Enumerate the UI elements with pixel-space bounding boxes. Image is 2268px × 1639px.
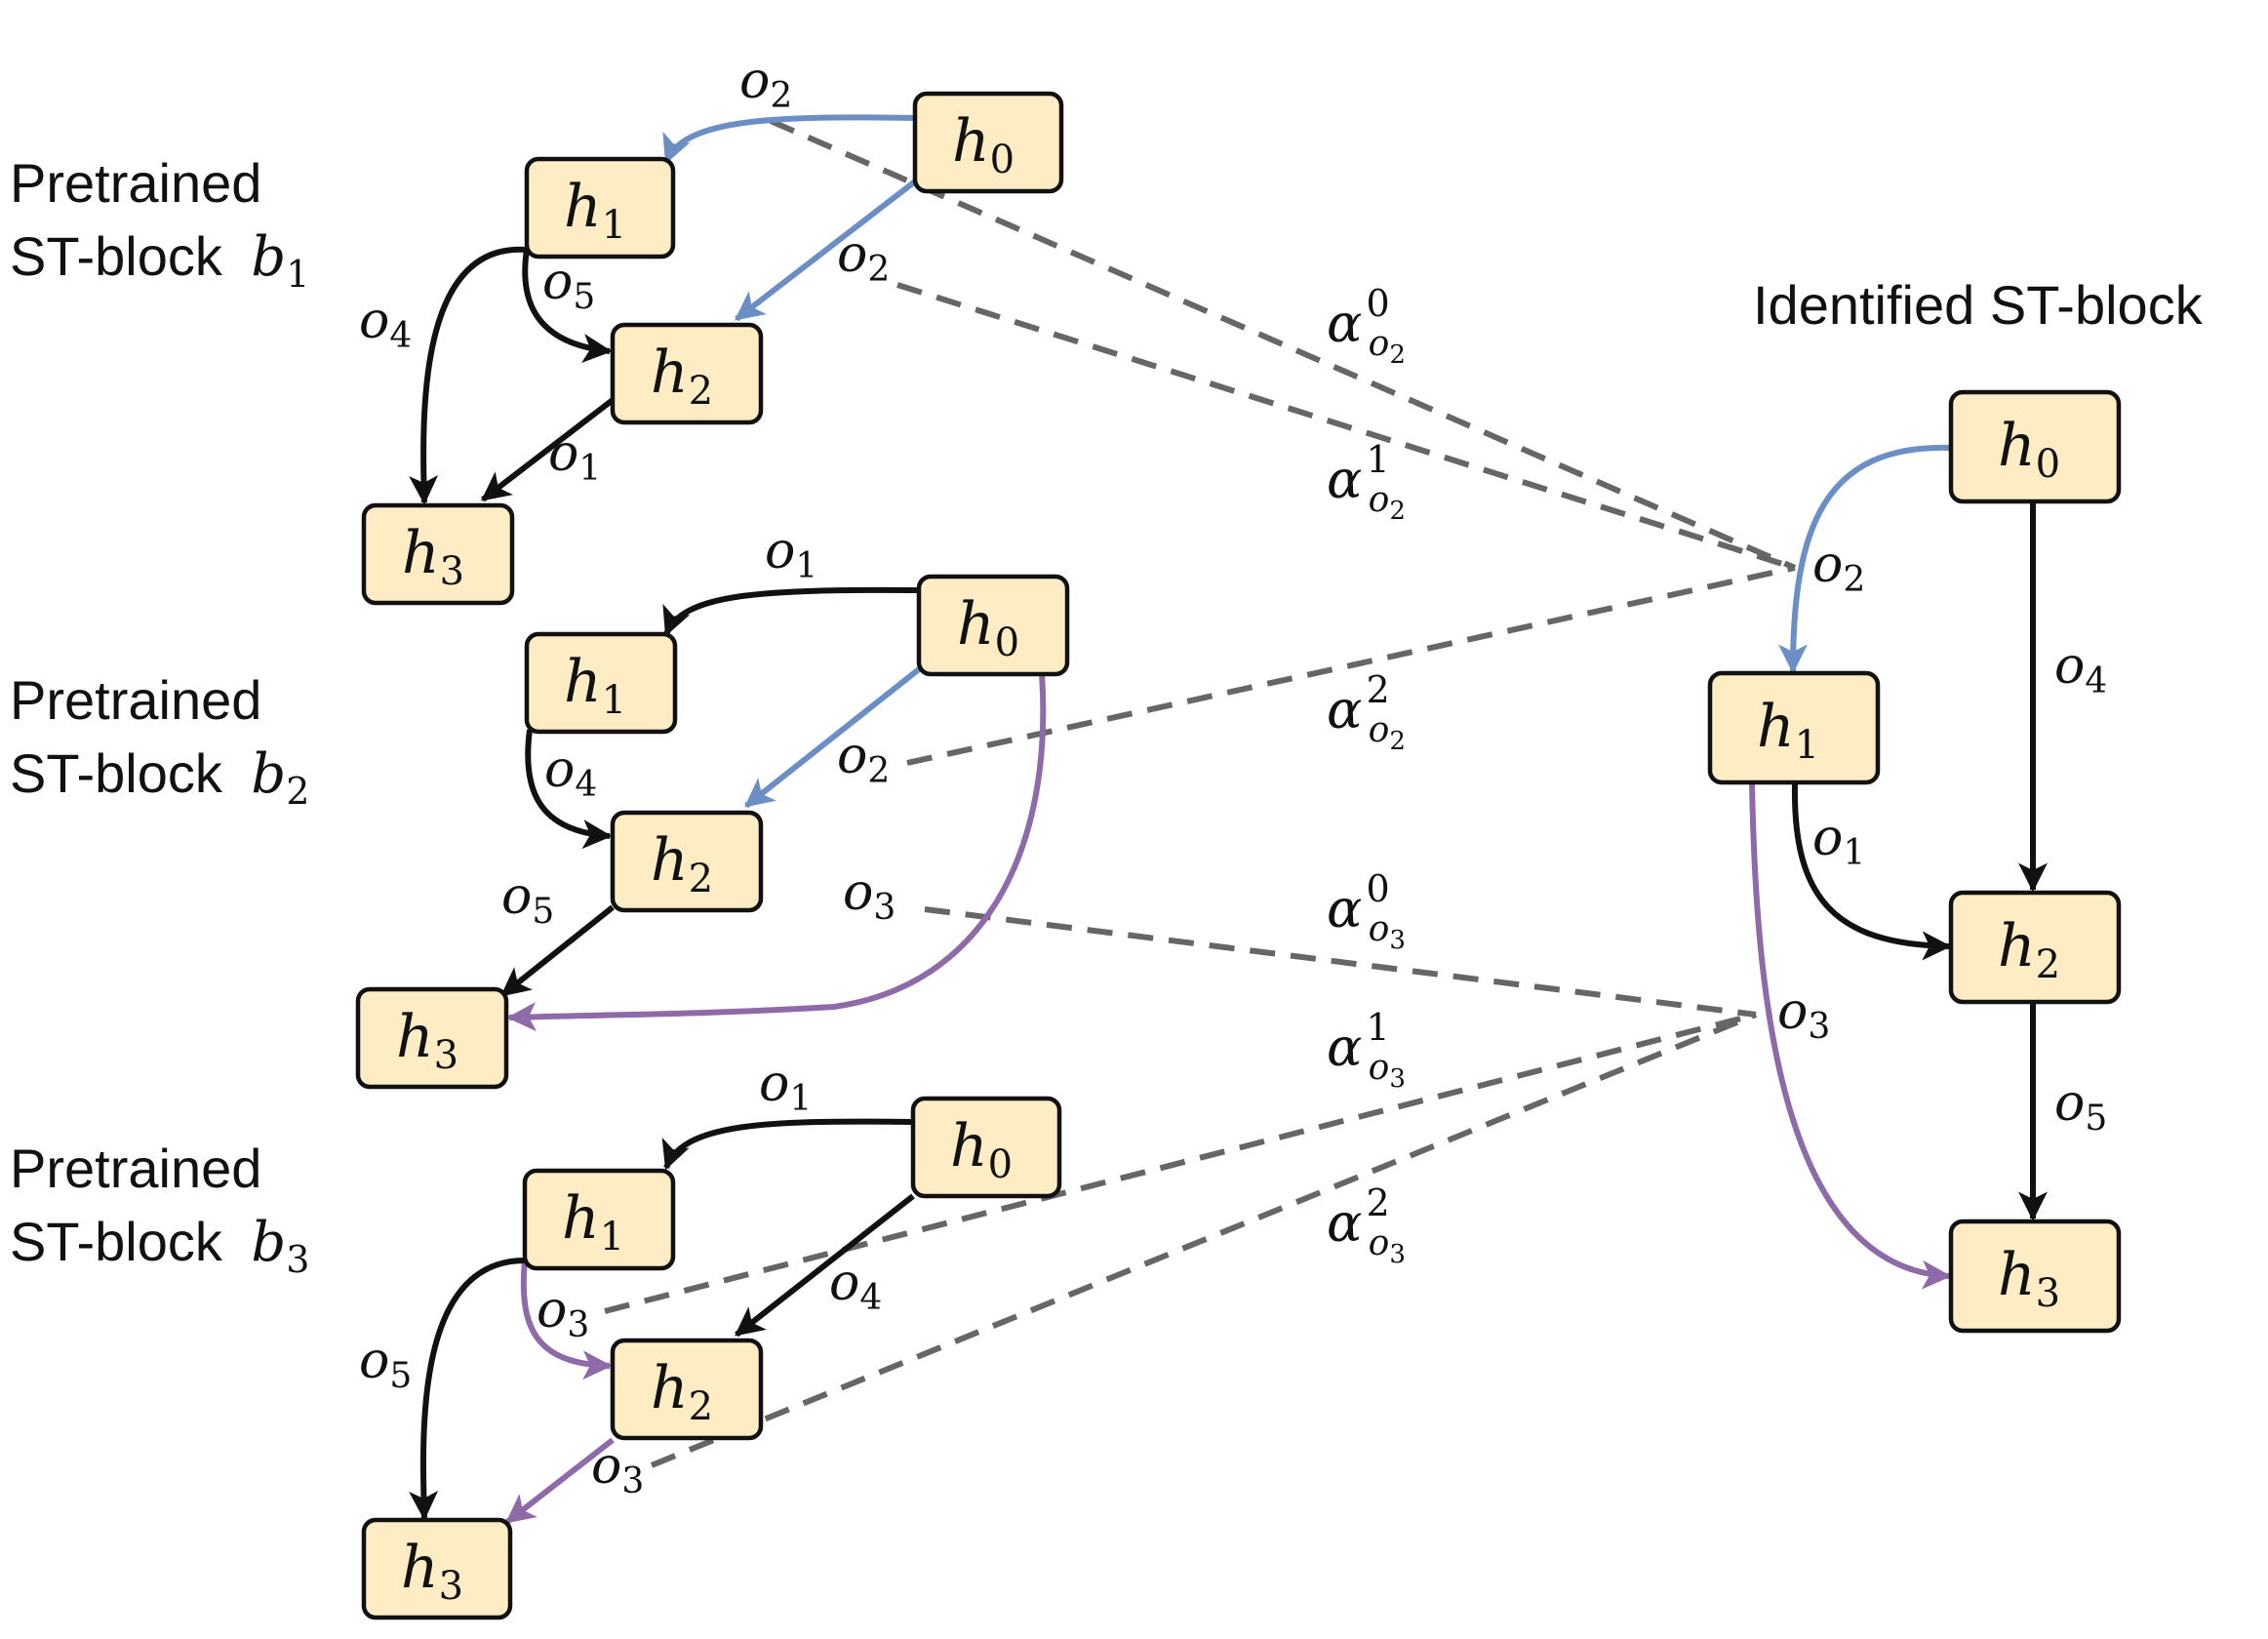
edge-b2-h1-h2 bbox=[525, 729, 613, 850]
svg-text:h2: h2 bbox=[651, 339, 713, 414]
block-b1: Pretrained ST-block b1 o2 o2 o5 o4 o1 h0… bbox=[10, 52, 1064, 606]
op-label-b1-o2-mid: o2 bbox=[837, 225, 890, 290]
svg-text:h1: h1 bbox=[564, 648, 626, 723]
node-b3-h2: h2 bbox=[610, 1338, 764, 1441]
svg-text:h0: h0 bbox=[950, 1112, 1013, 1187]
node-b2-h0: h0 bbox=[916, 574, 1070, 677]
block-b3-label-line2: ST-block b3 bbox=[10, 1211, 309, 1281]
edge-b1-h0-h2 bbox=[735, 179, 917, 322]
weight-lines bbox=[604, 118, 1797, 1468]
weight-line-o3-from-b3-bot bbox=[650, 1012, 1758, 1468]
block-b3: Pretrained ST-block b3 o1 o4 o3 o5 o3 h0… bbox=[10, 1055, 1062, 1620]
weight-line-o2-from-b1-top bbox=[769, 118, 1797, 571]
svg-text:h1: h1 bbox=[564, 173, 626, 248]
op-label-id-o5: o5 bbox=[2054, 1074, 2107, 1139]
edge-id-h1-h2 bbox=[1791, 783, 1952, 961]
weight-line-o3-from-b3-top bbox=[604, 1012, 1757, 1314]
edge-b3-h0-h2 bbox=[735, 1193, 915, 1338]
svg-text:h0: h0 bbox=[957, 590, 1019, 665]
block-b2-label: Pretrained bbox=[10, 669, 261, 731]
node-b3-h3: h3 bbox=[361, 1517, 513, 1620]
edge-b3-h1-h3 bbox=[409, 1258, 526, 1521]
svg-text:h3: h3 bbox=[401, 1534, 463, 1609]
svg-text:h3: h3 bbox=[396, 1003, 458, 1078]
node-b1-h3: h3 bbox=[361, 502, 515, 606]
op-label-b2-o2: o2 bbox=[837, 727, 890, 791]
svg-text:h2: h2 bbox=[651, 826, 713, 901]
op-label-b2-o1: o1 bbox=[765, 522, 817, 586]
weight-line-o2-from-b1-mid bbox=[896, 282, 1796, 571]
block-b3-label: Pretrained bbox=[10, 1138, 261, 1199]
node-b1-h0: h0 bbox=[912, 91, 1064, 194]
op-label-b1-o2-top: o2 bbox=[739, 52, 792, 116]
block-b2: Pretrained ST-block b2 o1 o2 o3 o4 o5 h0… bbox=[10, 522, 1070, 1090]
op-label-id-o2: o2 bbox=[1812, 536, 1865, 600]
node-b2-h3: h3 bbox=[355, 986, 509, 1090]
op-label-id-o1: o1 bbox=[1812, 809, 1865, 873]
op-label-b2-o4: o4 bbox=[544, 740, 597, 805]
edge-b2-h0-h2 bbox=[744, 666, 921, 809]
node-b1-h1: h1 bbox=[524, 156, 676, 260]
weight-line-o2-from-b2 bbox=[906, 565, 1796, 766]
weight-line-o3-from-b2 bbox=[924, 906, 1757, 1018]
node-b2-h2: h2 bbox=[610, 810, 764, 913]
block-b1-label: Pretrained bbox=[10, 152, 261, 214]
block-b2-label-line2: ST-block b2 bbox=[10, 742, 309, 813]
op-label-b2-o5: o5 bbox=[501, 867, 554, 932]
svg-text:h3: h3 bbox=[402, 519, 464, 594]
edge-b3-h2-h3 bbox=[505, 1437, 615, 1525]
node-b1-h2: h2 bbox=[610, 322, 764, 425]
edge-b1-h2-h3 bbox=[481, 397, 615, 502]
edge-id-h1-h3 bbox=[1749, 783, 1952, 1290]
op-label-b3-o4: o4 bbox=[829, 1254, 882, 1318]
svg-text:h0: h0 bbox=[1998, 412, 2060, 487]
svg-text:h1: h1 bbox=[562, 1184, 624, 1259]
op-label-id-o4: o4 bbox=[2054, 637, 2107, 701]
svg-text:h1: h1 bbox=[1757, 693, 1819, 768]
edge-b3-h0-h1 bbox=[661, 1118, 914, 1171]
edge-b1-h1-h3 bbox=[409, 246, 528, 505]
edge-b1-h1-h2 bbox=[522, 249, 613, 363]
node-b3-h0: h0 bbox=[910, 1096, 1062, 1199]
svg-text:h0: h0 bbox=[952, 107, 1015, 182]
op-label-b1-o4: o4 bbox=[359, 292, 412, 356]
node-b2-h1: h1 bbox=[524, 631, 678, 735]
edge-b1-h0-h1 bbox=[662, 114, 916, 165]
svg-text:h3: h3 bbox=[1998, 1241, 2060, 1316]
op-label-b1-o5: o5 bbox=[542, 253, 595, 317]
edge-b2-h0-h3 bbox=[506, 672, 1047, 1032]
edge-b2-h2-h3 bbox=[500, 904, 615, 998]
op-label-b3-o5: o5 bbox=[359, 1332, 412, 1396]
identified-block: Identified ST-block o2 o4 o1 o3 o5 h0 h1… bbox=[1707, 274, 2204, 1334]
op-label-b3-o3-top: o3 bbox=[537, 1281, 589, 1345]
op-label-b3-o3-bot: o3 bbox=[591, 1437, 644, 1501]
op-label-b1-o1: o1 bbox=[548, 424, 601, 489]
block-b1-label-line2: ST-block b1 bbox=[10, 225, 309, 296]
identified-block-title: Identified ST-block bbox=[1753, 274, 2204, 336]
svg-text:h2: h2 bbox=[1998, 912, 2060, 987]
op-label-b3-o1: o1 bbox=[759, 1055, 812, 1119]
node-id-h2: h2 bbox=[1948, 890, 2122, 1005]
op-label-id-o3: o3 bbox=[1777, 982, 1830, 1047]
node-id-h0: h0 bbox=[1948, 389, 2122, 504]
edge-id-h0-h1 bbox=[1778, 444, 1952, 674]
op-label-b2-o3: o3 bbox=[843, 863, 895, 928]
edge-b3-h1-h2 bbox=[520, 1259, 613, 1380]
node-b3-h1: h1 bbox=[522, 1168, 676, 1271]
edge-b2-h0-h1 bbox=[662, 586, 920, 637]
node-id-h1: h1 bbox=[1707, 670, 1881, 785]
node-id-h3: h3 bbox=[1948, 1219, 2122, 1334]
svg-text:h2: h2 bbox=[651, 1354, 713, 1429]
